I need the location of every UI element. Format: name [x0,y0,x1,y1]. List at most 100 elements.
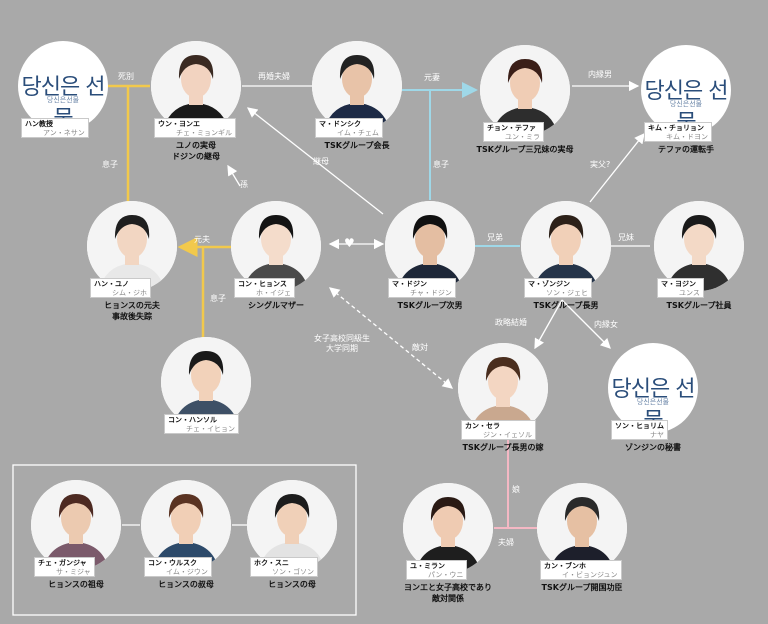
character-name-tag: ウン・ヨンエチェ・ミョンギル [154,118,236,138]
character-name: コン・ハンソル [168,416,217,424]
character-name: カン・セラ [465,422,500,430]
character-portrait [458,343,548,433]
actor-name: シム・ジホ [112,289,147,297]
character-name-tag: ホク・スニソン・ゴソン [250,557,318,577]
character-name: マ・ゾンジン [528,280,570,288]
white-lines [227,80,650,389]
character-name-tag: マ・ドンシクイム・チェム [315,118,383,138]
character-name: ウン・ヨンエ [158,120,200,128]
portrait-icon [312,41,402,131]
character-role: TSKグループ社員 [666,301,732,310]
character-name: ハン教授 [25,120,53,128]
portrait-icon [231,201,321,291]
character-name-tag: マ・ゾンジンソン・ジェヒ [524,278,592,298]
actor-name: イ・ビョンジュン [562,571,618,579]
rel-mistress: 内縁女 [594,320,618,329]
character-role: ヒョンスの祖母 [48,580,104,589]
character-name: マ・ドンシク [319,120,361,128]
actor-name: アン・ネサン [43,129,85,137]
actor-name: イム・チェム [337,129,379,137]
character-portrait [312,41,402,131]
actor-name: ナヤ [650,431,664,439]
rel-political: 政略結婚 [495,318,527,327]
actor-name: パン・ウニ [428,571,464,579]
actor-name: ユン・ミラ [505,133,540,141]
character-portrait [537,483,627,573]
portrait-icon [537,483,627,573]
actor-name: チェ・イヒョン [186,425,235,433]
character-role: TSKグループ会長 [324,141,390,150]
heart-icon: ♥ [344,236,355,250]
rel-couple: 夫婦 [498,538,514,547]
character-name: マ・ヨジン [661,280,696,288]
character-role: シングルマザー [248,301,304,310]
character-role: ヒョンスの叔母 [158,580,214,589]
actor-name: ホ・イジェ [256,289,291,297]
character-name-tag: カン・ブンホイ・ビョンジュン [540,560,622,580]
actor-name: ソン・ジェヒ [546,289,588,297]
character-name-tag: キム・チョリョンキム・ドヨン [644,122,712,142]
character-name: ユ・ミラン [410,562,445,570]
character-name-tag: チェ・ガンジャサ・ミジャ [34,557,95,577]
rel-sister: 兄妹 [618,233,634,242]
actor-name: ユンス [679,289,700,297]
character-name: ソン・ヒョリム [615,422,664,430]
rel-remarried: 再婚夫婦 [258,72,290,81]
portrait-icon [161,337,251,427]
drama-logo-subtitle: 당신은선물 [636,398,670,406]
character-portrait: 당신은 선물당신은선물 [641,45,731,135]
pink-lines [494,432,538,529]
rel-classmate: 女子高校同級生 大学同期 [314,334,370,353]
rel-son2: 息子 [433,160,449,169]
character-portrait [385,201,475,291]
drama-logo-subtitle: 당신은선물 [46,96,80,104]
character-name-tag: マ・ドジンチャ・ドジン [388,278,456,298]
rel-death: 死別 [118,72,134,81]
character-name-tag: ユ・ミランパン・ウニ [406,560,468,580]
character-portrait [231,201,321,291]
character-name-tag: マ・ヨジンユンス [657,278,704,298]
rel-stepmother: 継母 [313,157,329,166]
character-portrait [31,480,121,570]
character-name: マ・ドジン [392,280,427,288]
actor-name: サ・ミジャ [56,568,91,576]
drama-logo: 당신은 선물 [611,377,696,433]
actor-name: ソン・ゴソン [272,568,314,576]
character-portrait [141,480,231,570]
character-name: キム・チョリョン [648,124,704,132]
character-name: コン・ウルスク [148,559,197,567]
family-box [12,464,357,616]
drama-logo-subtitle: 당신은선물 [669,100,703,108]
actor-name: チャ・ドジン [410,289,452,297]
rel-father: 実父? [590,160,611,169]
character-name: チェ・ガンジャ [38,559,87,567]
cyan-lines [402,82,520,247]
actor-name: イム・ジウン [166,568,208,576]
character-name: ハン・ユノ [94,280,129,288]
character-name-tag: カン・セラジン・イェソル [461,420,536,440]
yellow-lines [108,84,232,342]
rel-son1: 息子 [102,160,118,169]
character-name: ホク・スニ [254,559,289,567]
portrait-icon [458,343,548,433]
character-role: ゾンジンの秘書 [625,443,681,452]
character-role: TSKグループ開国功臣 [541,583,623,592]
character-name-tag: チョン・テファユン・ミラ [483,122,544,142]
character-name-tag: コン・ハンソルチェ・イヒョン [164,414,239,434]
character-role: TSKグループ三兄妹の実母 [476,145,574,154]
rel-exwife: 元妻 [424,73,440,82]
character-name: カン・ブンホ [544,562,586,570]
character-role: ユノの実母 ドジンの継母 [172,141,220,161]
character-name-tag: ハン教授アン・ネサン [21,118,89,138]
rel-daughter: 娘 [512,485,520,494]
character-role: TSKグループ次男 [397,301,463,310]
character-name: チョン・テファ [487,124,536,132]
character-name-tag: ソン・ヒョリムナヤ [611,420,668,440]
rel-son3: 息子 [210,294,226,303]
actor-name: ジン・イェソル [483,431,532,439]
character-name-tag: コン・ヒョンスホ・イジェ [234,278,295,298]
actor-name: チェ・ミョンギル [176,129,232,137]
character-name-tag: ハン・ユノシム・ジホ [90,278,151,298]
character-role: ヒョンスの母 [268,580,316,589]
